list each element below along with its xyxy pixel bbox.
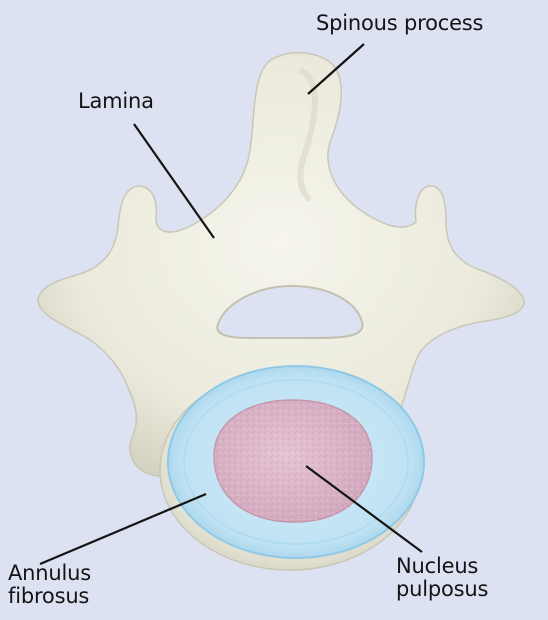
spinous-process-text: Spinous process <box>316 12 483 35</box>
nucleus-pulposus-label: Nucleus pulposus <box>396 555 488 601</box>
nucleus-texture <box>214 400 372 522</box>
lamina-text: Lamina <box>78 90 154 113</box>
annulus-fibrosus-line-2: fibrosus <box>8 585 91 608</box>
spinous-process-label: Spinous process <box>316 12 483 35</box>
annulus-fibrosus-label: Annulus fibrosus <box>8 562 91 608</box>
lamina-label: Lamina <box>78 90 154 113</box>
annulus-fibrosus-leader <box>40 494 206 564</box>
nucleus-pulposus-line-1: Nucleus <box>396 555 488 578</box>
annulus-fibrosus-line-1: Annulus <box>8 562 91 585</box>
nucleus-pulposus-line-2: pulposus <box>396 578 488 601</box>
